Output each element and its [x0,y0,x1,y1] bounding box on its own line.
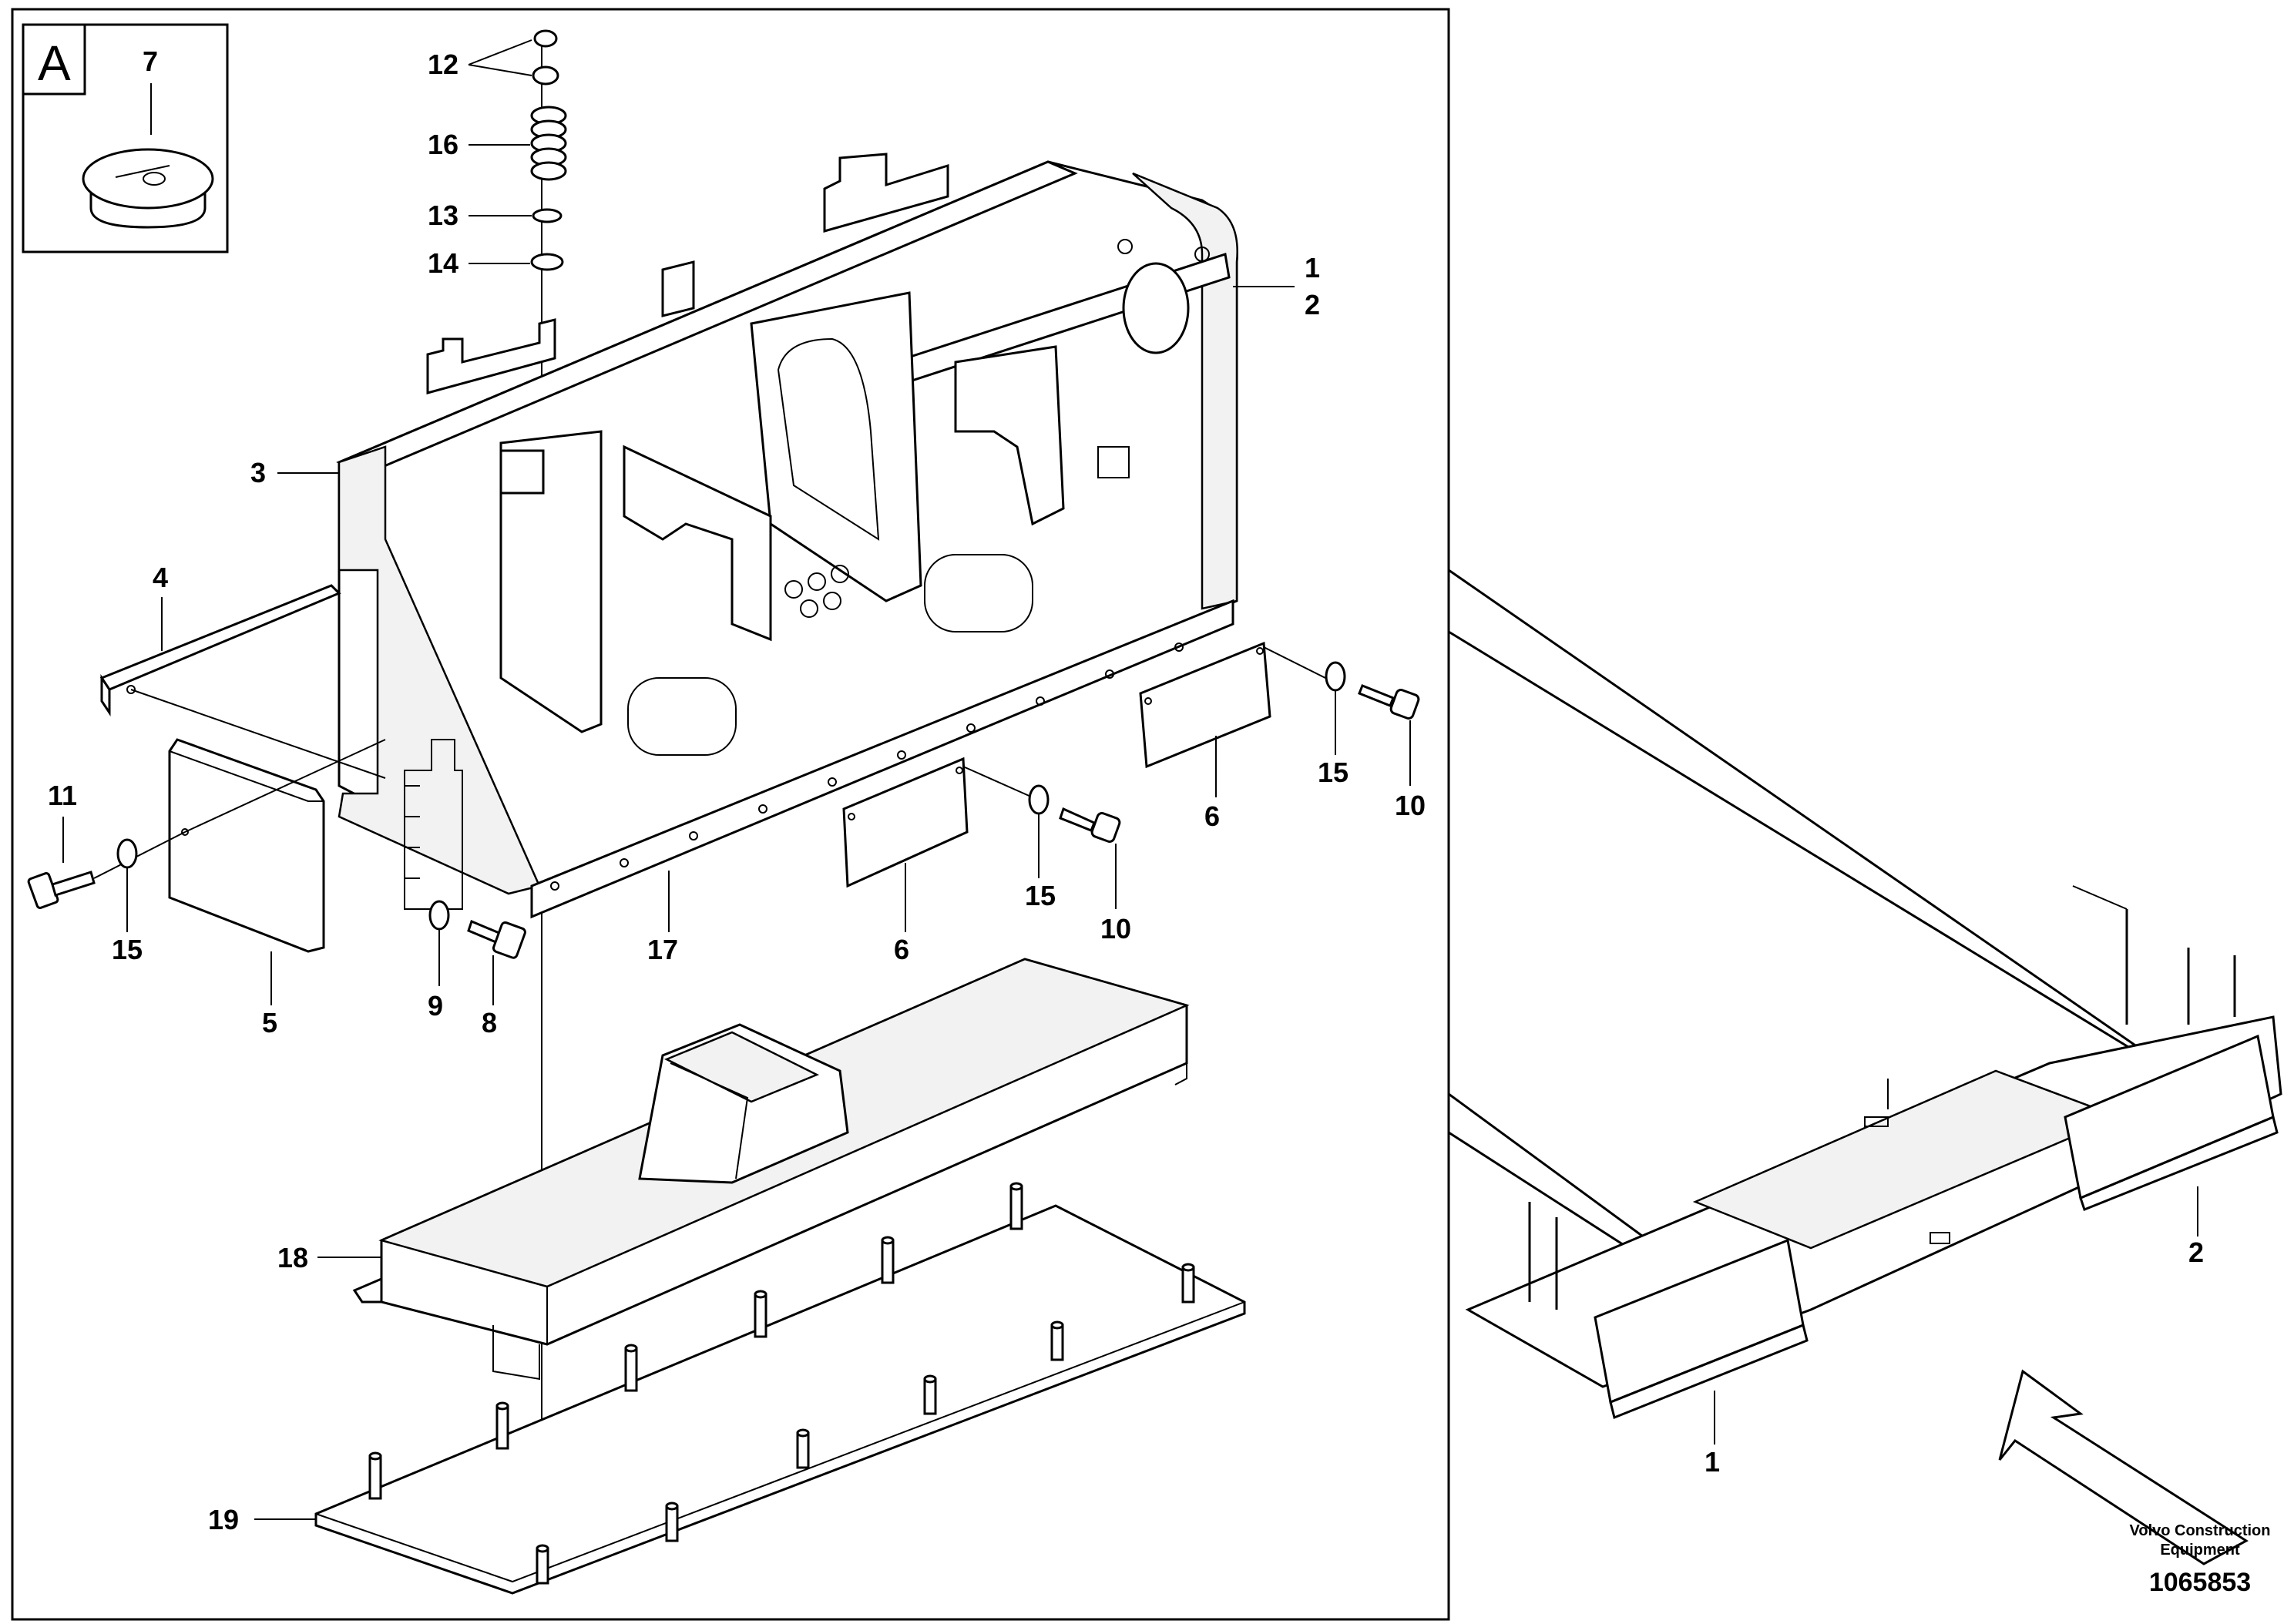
inset-part-label: 7 [143,45,158,77]
callout-3: 3 [250,457,266,488]
bolt-10-right [1358,684,1420,720]
washer-icon [116,838,138,869]
callout-14: 14 [428,247,458,279]
washer-icon [530,253,564,271]
part-5-cover [168,738,386,953]
callout-8: 8 [482,1007,497,1038]
bolt-11 [27,831,186,909]
nut-icon [532,65,559,86]
callout-9: 9 [428,990,443,1022]
callout-6-left: 6 [894,934,909,965]
drawing-number: 1065853 [2149,1568,2251,1597]
direction-arrow-icon [1998,1369,2249,1565]
bolt-10-lower [1059,807,1121,843]
nut-icon [533,29,558,48]
plug-cap-icon [82,148,214,229]
callout-19: 19 [208,1504,239,1535]
overview-view [1447,569,2282,1619]
callout-12: 12 [428,49,458,80]
callout-15-middle: 15 [1025,880,1056,911]
callout-11: 11 [48,780,77,811]
callout-17: 17 [647,934,678,965]
part-19-plate [314,1204,1246,1595]
callout-13: 13 [428,200,458,231]
overview-label-2: 2 [2188,1236,2204,1268]
washer-icon [532,208,563,223]
callout-10-middle: 10 [1100,913,1131,945]
callout-18: 18 [277,1242,308,1273]
part-6-plate-left [842,757,1033,888]
fastener-stack [530,29,567,271]
inset-a: A 7 [22,23,229,253]
washer-icon [428,900,450,931]
callout-16: 16 [428,129,458,160]
washer-icon [1325,661,1346,692]
overview-label-1: 1 [1705,1446,1720,1478]
inset-letter: A [38,35,71,91]
callout-1: 1 [1305,252,1320,284]
main-frame-weldment [336,153,1238,919]
part-4-strip [99,584,386,779]
callout-2: 2 [1305,289,1320,320]
part-6-plate-right [1139,641,1326,769]
callout-10-right: 10 [1395,790,1426,821]
stud-bolts [368,1182,1195,1585]
callout-4: 4 [153,562,168,593]
callout-6-right: 6 [1204,800,1220,832]
callout-15-right: 15 [1318,757,1349,788]
spring-washer-stack-icon [530,106,567,181]
washer-icon [1028,784,1050,815]
callout-5: 5 [262,1007,277,1038]
inset-frame [22,23,229,253]
bolt-8 [467,919,526,959]
callout-15-left: 15 [112,934,143,965]
company-line-2: Equipment [2160,1542,2240,1559]
part-18-cover [352,958,1190,1381]
company-line-1: Volvo Construction [2130,1522,2271,1539]
inset-letter-box [22,23,86,96]
